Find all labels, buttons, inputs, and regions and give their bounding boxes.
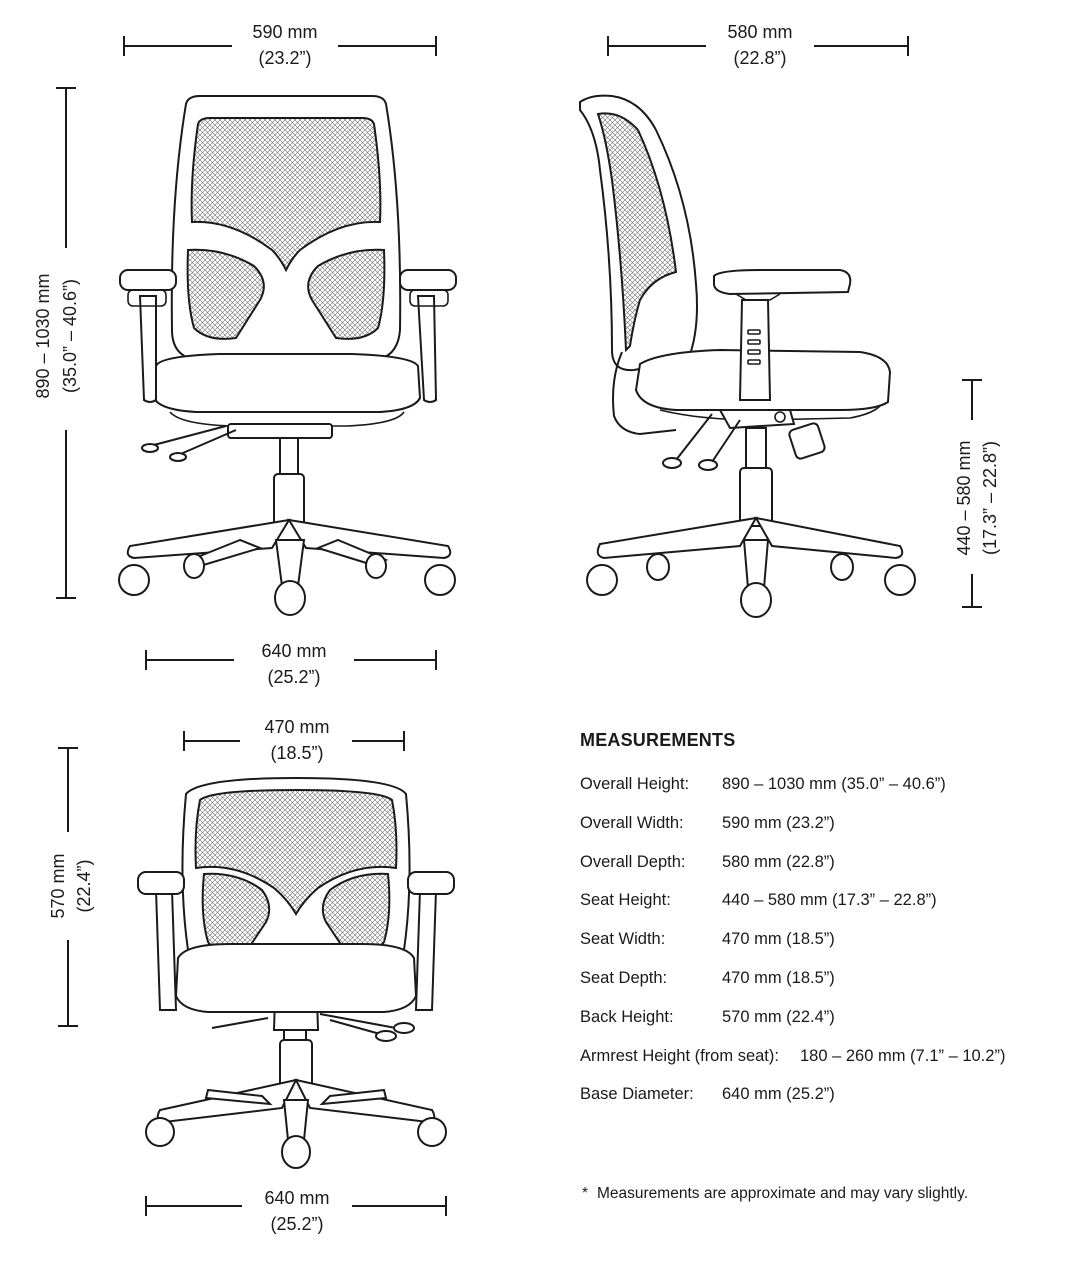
- dimension-base-bottom: 640 mm (25.2”): [145, 1188, 447, 1234]
- measurement-label: Seat Depth:: [580, 968, 668, 987]
- approximation-note: * Measurements are approximate and may v…: [582, 1182, 982, 1206]
- measurement-row: Armrest Height (from seat): 180 – 260 mm…: [580, 1047, 1060, 1086]
- measurement-row: Base Diameter: 640 mm (25.2”): [580, 1085, 1060, 1124]
- note-marker: *: [582, 1185, 589, 1202]
- measurement-row: Overall Width: 590 mm (23.2”): [580, 814, 1060, 853]
- measurement-row: Seat Height: 440 – 580 mm (17.3” – 22.8”…: [580, 891, 1060, 930]
- note-text: Measurements are approximate and may var…: [597, 1185, 969, 1202]
- side-depth-in: (22.8”): [733, 48, 786, 68]
- side-depth-mm: 580 mm: [727, 22, 792, 42]
- measurement-value: 470 mm (18.5”): [722, 930, 835, 949]
- dimension-back-height: 570 mm (22.4”): [48, 747, 94, 1027]
- measurement-label: Seat Height:: [580, 891, 671, 910]
- measurement-value: 640 mm (25.2”): [722, 1085, 835, 1104]
- overall-height-in: (35.0” – 40.6”): [60, 279, 80, 393]
- dimension-side-depth: 580 mm (22.8”): [607, 22, 909, 68]
- base-top-in: (25.2”): [267, 667, 320, 687]
- measurement-label: Seat Width:: [580, 930, 666, 949]
- measurements-title: MEASUREMENTS: [580, 730, 736, 750]
- back-height-in: (22.4”): [74, 859, 94, 912]
- base-bottom-mm: 640 mm: [264, 1188, 329, 1208]
- base-bottom-in: (25.2”): [270, 1214, 323, 1234]
- seat-height-mm: 440 – 580 mm: [954, 440, 974, 555]
- dimension-seat-height: 440 – 580 mm (17.3” – 22.8”): [954, 379, 1000, 608]
- seat-width-in: (18.5”): [270, 743, 323, 763]
- measurement-value: 590 mm (23.2”): [722, 813, 835, 832]
- measurement-row: Seat Width: 470 mm (18.5”): [580, 930, 1060, 969]
- chair-back-view: [137, 776, 455, 1169]
- measurement-row: Overall Depth: 580 mm (22.8”): [580, 853, 1060, 892]
- chair-side-view: [579, 94, 916, 618]
- front-width-in: (23.2”): [258, 48, 311, 68]
- measurement-label: Overall Width:: [580, 813, 684, 832]
- measurement-value: 470 mm (18.5”): [722, 968, 835, 987]
- measurement-value: 440 – 580 mm (17.3” – 22.8”): [722, 891, 937, 910]
- measurement-row: Seat Depth: 470 mm (18.5”): [580, 969, 1060, 1008]
- back-height-mm: 570 mm: [48, 853, 68, 918]
- measurement-row: Back Height: 570 mm (22.4”): [580, 1008, 1060, 1047]
- base-top-mm: 640 mm: [261, 641, 326, 661]
- seat-height-in: (17.3” – 22.8”): [980, 441, 1000, 555]
- measurement-value: 580 mm (22.8”): [722, 852, 835, 871]
- dimension-overall-height: 890 – 1030 mm (35.0” – 40.6”): [33, 87, 80, 599]
- measurement-label: Armrest Height (from seat):: [580, 1046, 779, 1065]
- measurement-label: Base Diameter:: [580, 1085, 694, 1104]
- seat-width-mm: 470 mm: [264, 717, 329, 737]
- measurement-value: 570 mm (22.4”): [722, 1007, 835, 1026]
- dimension-seat-width: 470 mm (18.5”): [183, 717, 405, 763]
- measurement-value: 180 – 260 mm (7.1” – 10.2”): [800, 1046, 1006, 1065]
- measurement-label: Overall Height:: [580, 775, 690, 793]
- measurement-label: Overall Depth:: [580, 852, 686, 871]
- chair-front-view: [118, 95, 457, 616]
- front-width-mm: 590 mm: [252, 22, 317, 42]
- measurements-panel: MEASUREMENTS Overall Height: 890 – 1030 …: [580, 730, 1060, 1124]
- measurement-label: Back Height:: [580, 1007, 674, 1026]
- dimension-front-width: 590 mm (23.2”): [123, 22, 437, 68]
- dimension-base-top: 640 mm (25.2”): [145, 641, 437, 687]
- measurement-row: Overall Height: 890 – 1030 mm (35.0” – 4…: [580, 775, 1060, 814]
- overall-height-mm: 890 – 1030 mm: [33, 273, 53, 398]
- measurement-value: 890 – 1030 mm (35.0” – 40.6”): [722, 775, 946, 793]
